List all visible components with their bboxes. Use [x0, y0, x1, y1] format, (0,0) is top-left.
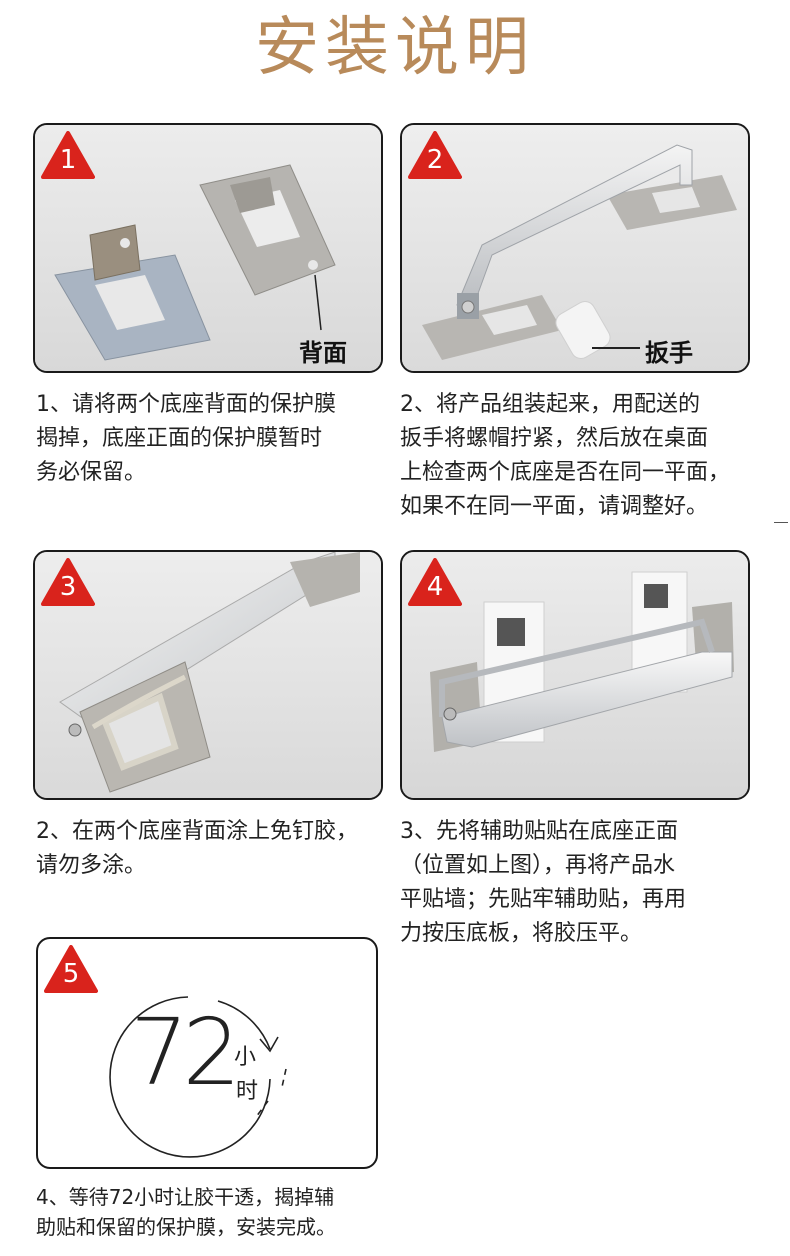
step-2-photo: 扳手 2: [400, 123, 750, 373]
step-3-badge: 3: [41, 558, 95, 606]
step-3-caption: 2、在两个底座背面涂上免钉胶， 请勿多涂。: [36, 815, 358, 883]
step-1-badge: 1: [41, 131, 95, 179]
step-1-caption-line: 务必保留。: [36, 460, 147, 485]
step-5-caption-line: 助贴和保留的保护膜，安装完成。: [36, 1215, 336, 1239]
edge-dash: [774, 522, 788, 523]
step-2-caption-line: 如果不在同一平面，请调整好。: [400, 494, 709, 519]
step-2-illustration: [402, 125, 748, 371]
wrench-label: 扳手: [645, 339, 693, 367]
step-3-caption-line: 请勿多涂。: [36, 853, 147, 878]
step-1-caption: 1、请将两个底座背面的保护膜 揭掉，底座正面的保护膜暂时 务必保留。: [36, 388, 336, 490]
step-4-caption-line: 3、先将辅助贴贴在底座正面: [400, 819, 678, 844]
step-1-illustration: [35, 125, 381, 371]
hour-unit-char-2: 时: [236, 1079, 259, 1104]
step-2-caption-line: 扳手将螺帽拧紧，然后放在桌面: [400, 426, 709, 451]
step-5-number: 5: [62, 959, 80, 989]
step-2-number: 2: [426, 145, 444, 175]
clock-arrow-icon: [109, 996, 287, 1158]
step-4-illustration: [402, 552, 748, 798]
step-5-panel: 72 小 时 5: [36, 937, 378, 1169]
step-3-number: 3: [59, 572, 77, 602]
step-4-caption-line: 平贴墙；先贴牢辅助贴，再用: [400, 887, 687, 912]
step-1-photo: 背面 1: [33, 123, 383, 373]
wait-hours: 72: [130, 999, 241, 1106]
step-2-badge: 2: [408, 131, 462, 179]
step-4-caption-line: 力按压底板，将胶压平。: [400, 921, 643, 946]
step-3-caption-line: 2、在两个底座背面涂上免钉胶，: [36, 819, 358, 844]
step-4-number: 4: [426, 572, 444, 602]
step-2-caption-line: 2、将产品组装起来，用配送的: [400, 392, 700, 417]
step-4-caption: 3、先将辅助贴贴在底座正面 （位置如上图），再将产品水 平贴墙；先贴牢辅助贴，再…: [400, 815, 686, 951]
step-4-caption-line: （位置如上图），再将产品水: [400, 853, 676, 878]
wrench-pointer-line: [592, 347, 640, 349]
step-1-caption-line: 1、请将两个底座背面的保护膜: [36, 392, 336, 417]
step-3-illustration: [35, 552, 381, 798]
step-1-number: 1: [59, 145, 77, 175]
back-side-label: 背面: [299, 339, 347, 367]
step-2-caption-line: 上检查两个底座是否在同一平面，: [400, 460, 731, 485]
page-title: 安装说明: [255, 11, 535, 85]
step-4-photo: 4: [400, 550, 750, 800]
hour-unit-char-1: 小: [234, 1045, 257, 1070]
step-1-caption-line: 揭掉，底座正面的保护膜暂时: [36, 426, 323, 451]
step-5-caption: 4、等待72小时让胶干透，揭掉辅 助贴和保留的保护膜，安装完成。: [36, 1182, 336, 1242]
step-5-caption-line: 4、等待72小时让胶干透，揭掉辅: [36, 1185, 335, 1209]
step-3-photo: 3: [33, 550, 383, 800]
step-5-badge: 5: [44, 945, 98, 993]
step-2-caption: 2、将产品组装起来，用配送的 扳手将螺帽拧紧，然后放在桌面 上检查两个底座是否在…: [400, 388, 730, 524]
step-4-badge: 4: [408, 558, 462, 606]
